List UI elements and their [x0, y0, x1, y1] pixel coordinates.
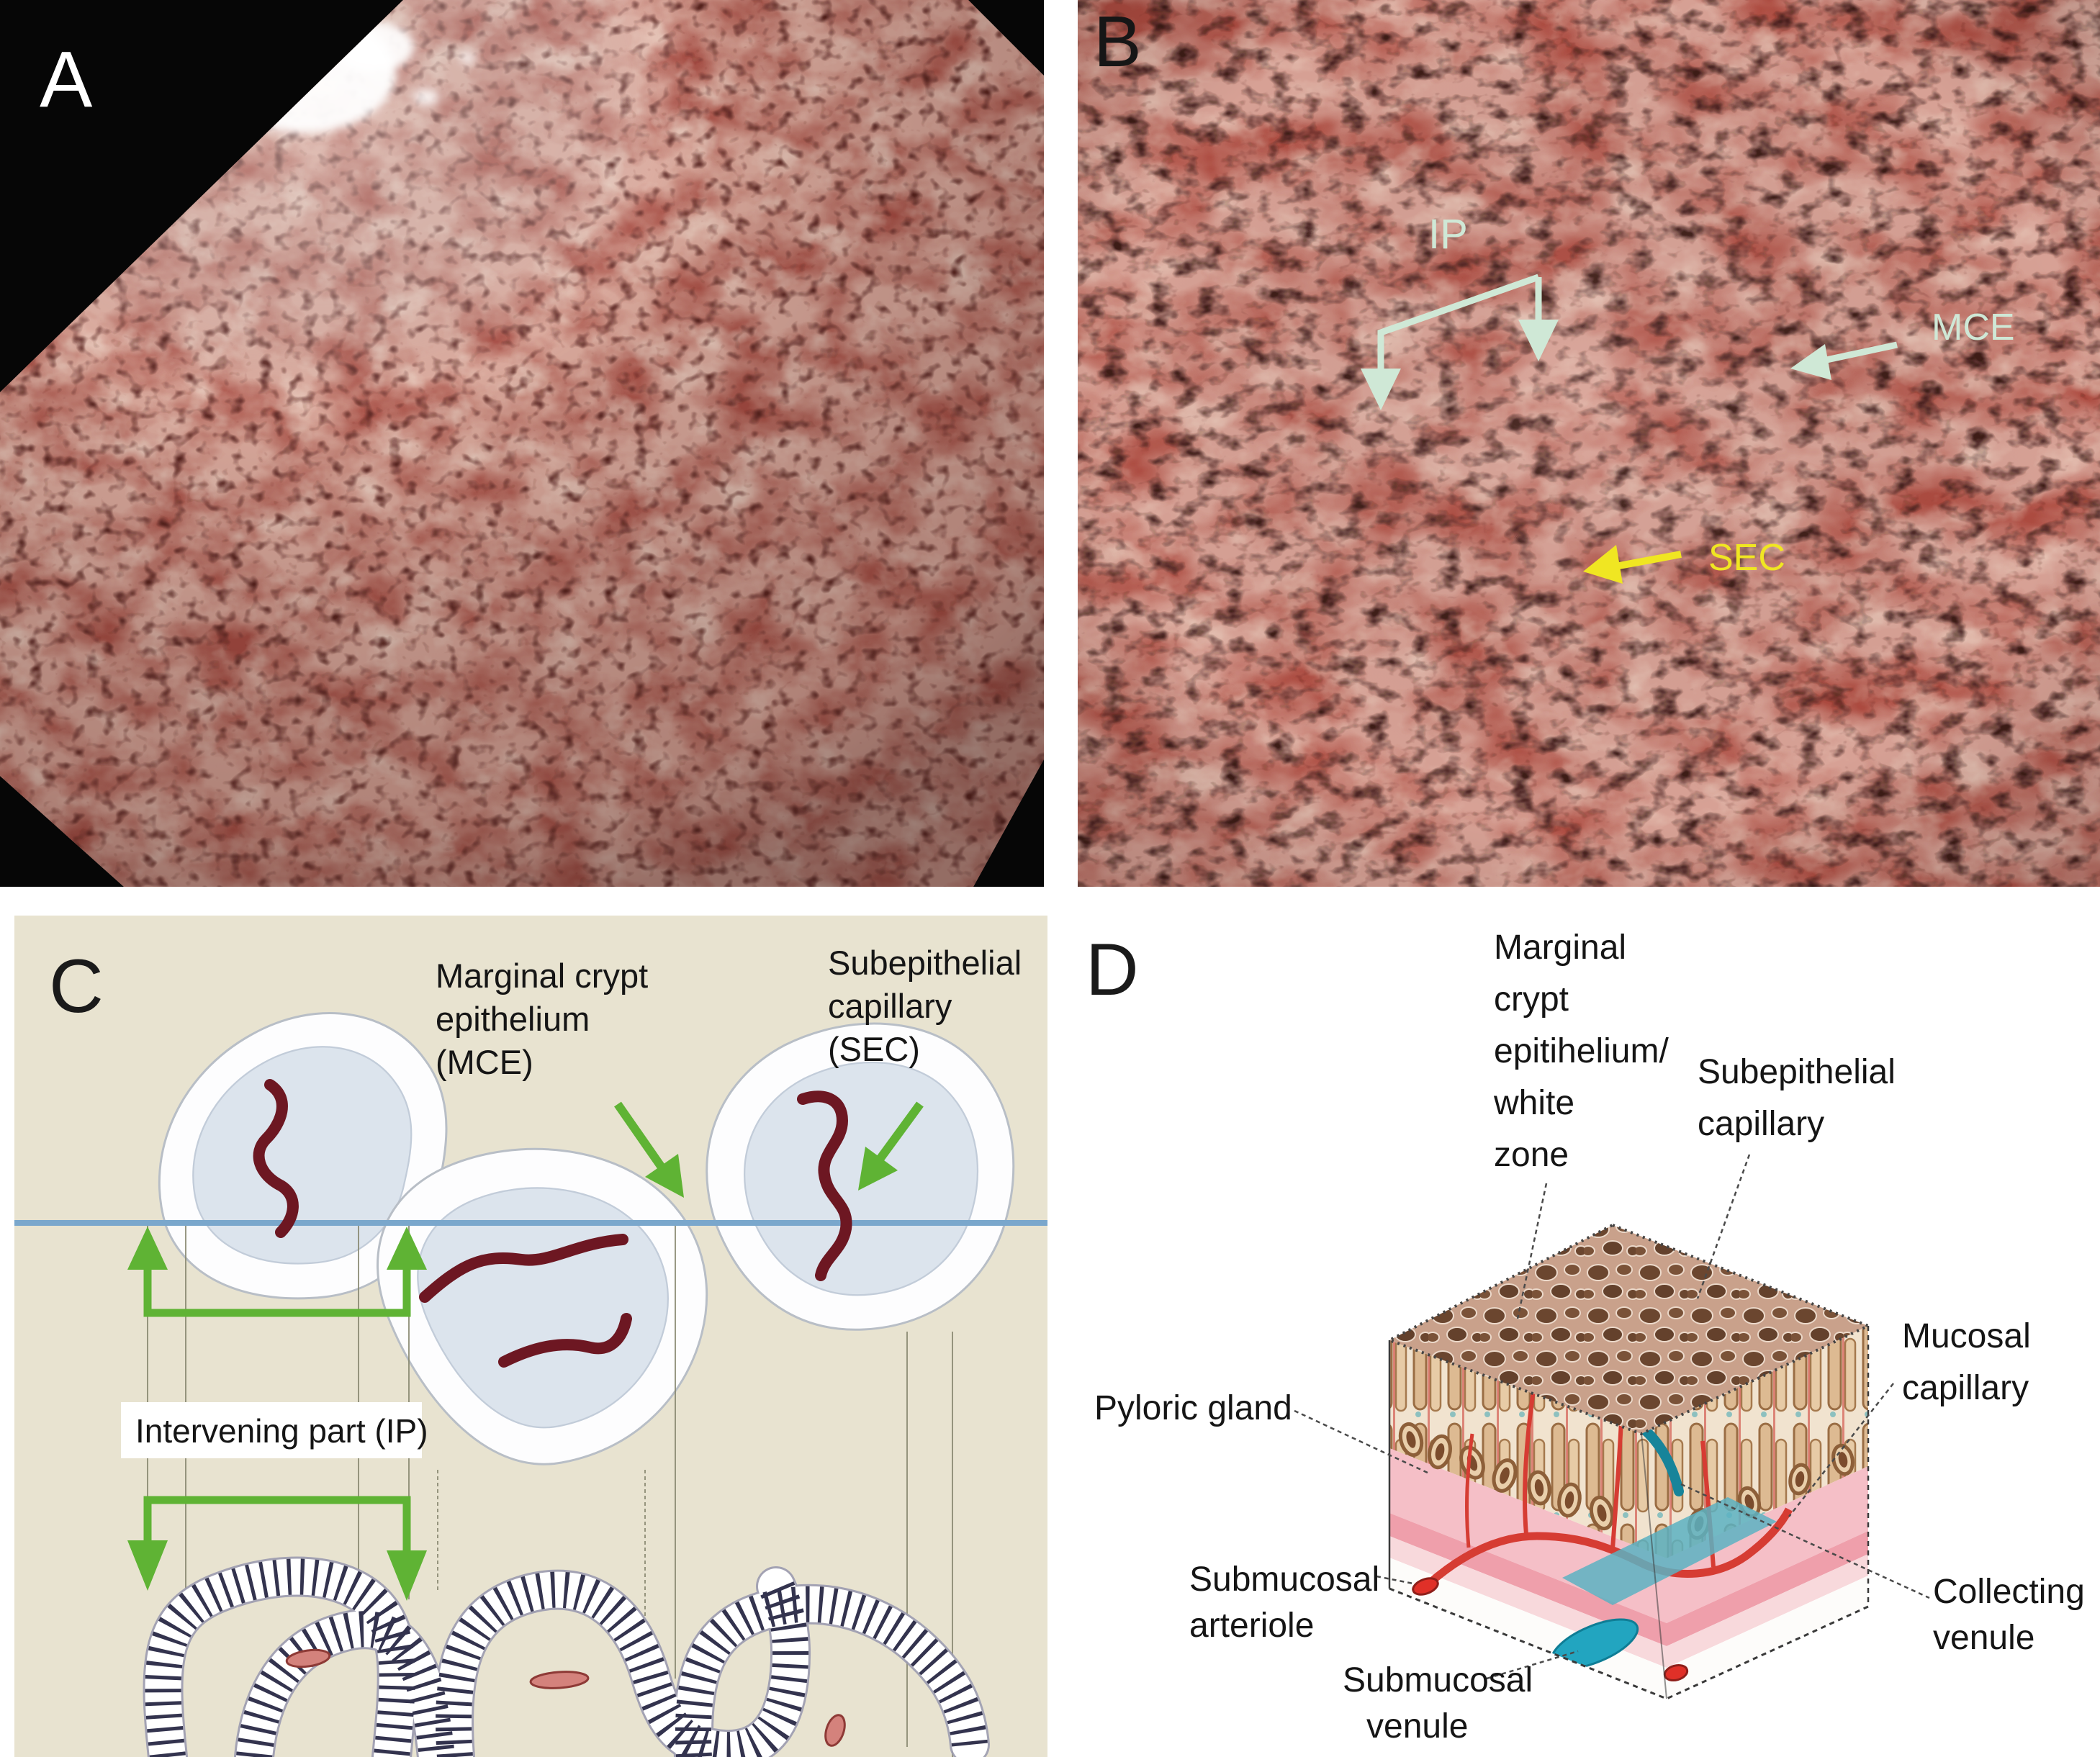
submucosal-venule-label-line1: Submucosal — [1343, 1661, 1533, 1699]
sec-green-arrow-icon — [858, 1147, 898, 1191]
capillary-squiggle — [419, 1234, 628, 1303]
bracket-up-arrow-icon — [127, 1227, 168, 1270]
figure-panel-c: Marginal crypt epithelium (MCE) Subepith… — [14, 916, 1047, 1757]
submucosal-arteriole-label-line2: arteriole — [1189, 1607, 1314, 1645]
panel-letter-b: B — [1094, 1, 1142, 82]
mucosa-block — [1389, 1326, 1868, 1699]
epithelium-blob-left — [158, 1012, 448, 1300]
figure-panel-b: IP MCE SEC B — [1078, 0, 2100, 887]
leader-lines — [1294, 1154, 1930, 1680]
ip-arrow-left-icon — [1361, 369, 1401, 410]
endoscopy-image-b: IP MCE SEC B — [1078, 0, 2100, 887]
subepithelial-capillary-label-line2: capillary — [1698, 1105, 1824, 1143]
collecting-venule-label-line2: venule — [1933, 1619, 2034, 1657]
collecting-venule-band — [1562, 1497, 1777, 1605]
epithelium-blob-right — [706, 1022, 1015, 1331]
figure-panel-a: A — [0, 0, 1044, 887]
mce-label-line2: epithelium — [436, 1000, 590, 1038]
marginal-crypt-label-line1: Marginal — [1494, 929, 1626, 967]
block-edges — [1388, 1326, 1870, 1700]
sec-label: SEC — [1708, 537, 1785, 579]
mce-label-line3: (MCE) — [436, 1043, 533, 1081]
tissue-texture-a — [0, 0, 1044, 887]
mucosal-capillary-label-line1: Mucosal — [1902, 1317, 2031, 1355]
mce-label: MCE — [1932, 307, 2015, 348]
capillary-squiggles — [253, 1079, 852, 1368]
bracket-down-arrow-icon — [127, 1540, 168, 1591]
schematic-crypt-diagram: Marginal crypt epithelium (MCE) Subepith… — [14, 916, 1047, 1757]
crypt-cell-stripes — [145, 1558, 988, 1757]
submucosa-layer — [1389, 1558, 1868, 1699]
ip-label: IP — [1428, 211, 1468, 258]
sec-label-line1: Subepithelial — [828, 944, 1022, 982]
ip-lower-bracket — [127, 1496, 427, 1601]
capillary-squiggle — [253, 1079, 299, 1238]
mce-pointer — [614, 1101, 684, 1198]
panel-letter-c: C — [49, 944, 104, 1029]
ip-arrow-right-icon — [1518, 320, 1559, 361]
panel-letter-a: A — [40, 35, 93, 124]
collecting-venule-label-line1: Collecting — [1933, 1573, 2085, 1611]
sec-label-line2: capillary — [828, 987, 952, 1025]
marginal-crypt-label-line5: zone — [1494, 1136, 1569, 1174]
sec-pointer — [858, 1101, 924, 1191]
sec-arrow-icon — [1583, 545, 1623, 584]
bracket-up-arrow-icon — [387, 1227, 427, 1270]
mucosa-3d-block-diagram: Marginal crypt epitihelium/ white zone S… — [1065, 916, 2100, 1757]
sec-annotation: SEC — [1583, 537, 1785, 584]
mce-arrow-shaft — [1826, 341, 1898, 363]
rbc-ovals — [285, 1648, 846, 1747]
marginal-crypt-label-line2: crypt — [1494, 980, 1569, 1018]
tissue-texture-b — [1078, 0, 2100, 887]
capillary-squiggle — [797, 1090, 852, 1281]
pyloric-gland-label: Pyloric gland — [1094, 1389, 1292, 1427]
mce-arrow-icon — [1790, 344, 1831, 380]
sec-label-line3: (SEC) — [828, 1030, 920, 1068]
subepithelial-capillary-label-line1: Subepithelial — [1698, 1053, 1896, 1091]
submucosal-arteriole-vessel — [1412, 1577, 1439, 1596]
endoscopy-image-a: A — [0, 0, 1044, 887]
submucosal-arteriole-label-line1: Submucosal — [1189, 1560, 1379, 1599]
capillary-squiggle — [498, 1313, 632, 1368]
epithelium-blob-center — [377, 1147, 708, 1465]
bracket-down-arrow-icon — [387, 1550, 427, 1601]
crypt-tubes — [143, 1556, 990, 1757]
mucosal-capillary-label-line2: capillary — [1902, 1369, 2029, 1407]
intervening-part-callout: Intervening part (IP) — [121, 1402, 428, 1458]
figure-panel-d: Marginal crypt epitihelium/ white zone S… — [1065, 916, 2100, 1757]
mucosa-layer-pink — [1389, 1448, 1868, 1623]
panel-c-labels: Marginal crypt epithelium (MCE) Subepith… — [436, 944, 1022, 1081]
mce-green-arrow-icon — [645, 1154, 684, 1198]
panel-d-labels: Marginal crypt epitihelium/ white zone S… — [1094, 929, 2085, 1745]
ip-bracket-icon — [1377, 274, 1542, 371]
mce-label-line1: Marginal crypt — [436, 957, 648, 995]
marginal-crypt-label-line3: epitihelium/ — [1494, 1032, 1669, 1070]
ip-annotation: IP — [1361, 211, 1559, 410]
ip-upper-bracket — [127, 1227, 427, 1317]
marginal-crypt-label-line4: white — [1493, 1084, 1574, 1122]
submucosal-venule-label-line2: venule — [1366, 1707, 1468, 1745]
panel-letter-d: D — [1086, 929, 1139, 1011]
sec-arrow-shaft — [1618, 551, 1682, 569]
intervening-part-label: Intervening part (IP) — [135, 1412, 428, 1450]
mce-annotation: MCE — [1790, 307, 2015, 380]
